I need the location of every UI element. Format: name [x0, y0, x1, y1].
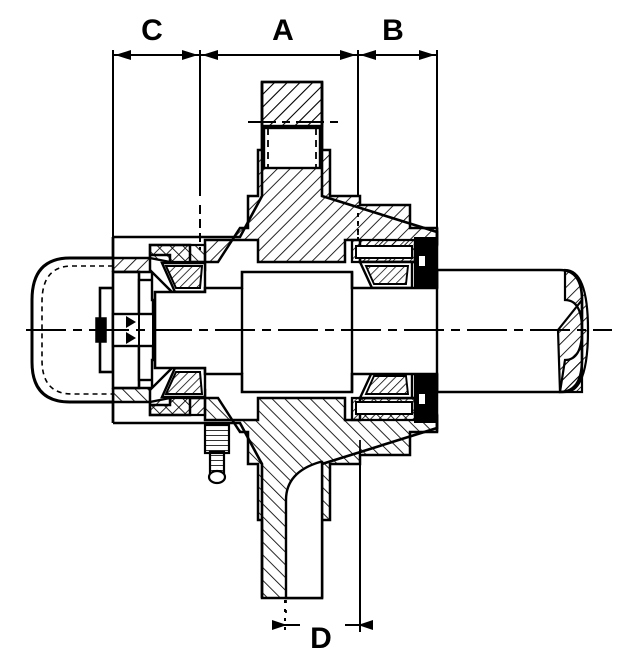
arrow-b-right [419, 50, 435, 60]
assembly-section [26, 80, 612, 616]
grease-seal-upper-lip [419, 256, 425, 266]
dimension-arrowheads-bottom [272, 620, 373, 630]
detail-hidden-lines [199, 205, 361, 616]
dimension-label-b: B [382, 14, 404, 47]
arrow-b-left [360, 50, 376, 60]
hub-retaining-bolt [203, 423, 231, 485]
dimension-label-d: D [310, 622, 332, 655]
dimension-label-c: C [141, 14, 163, 47]
wheel-stud-shank [262, 126, 322, 170]
spindle-break-wedge [556, 296, 584, 394]
arrow-c-right [182, 50, 198, 60]
arrow-a-right [340, 50, 356, 60]
arrow-d-right [358, 620, 373, 630]
dimension-label-a: A [272, 14, 294, 47]
grease-seal-upper [414, 237, 438, 287]
arrow-a-left [202, 50, 218, 60]
dust-cap-inner-line [41, 265, 113, 395]
arrow-d-left [272, 620, 287, 630]
grease-seal-lower [414, 373, 438, 423]
hub-contour-lines [111, 228, 439, 432]
inboard-bearing-upper [350, 238, 417, 301]
hub-flange-recess [284, 460, 324, 600]
grease-seal-lower-lip [419, 394, 425, 404]
wheel-stud-head [260, 80, 324, 128]
arrow-c-left [115, 50, 131, 60]
dimension-arrowheads-top [115, 50, 435, 60]
